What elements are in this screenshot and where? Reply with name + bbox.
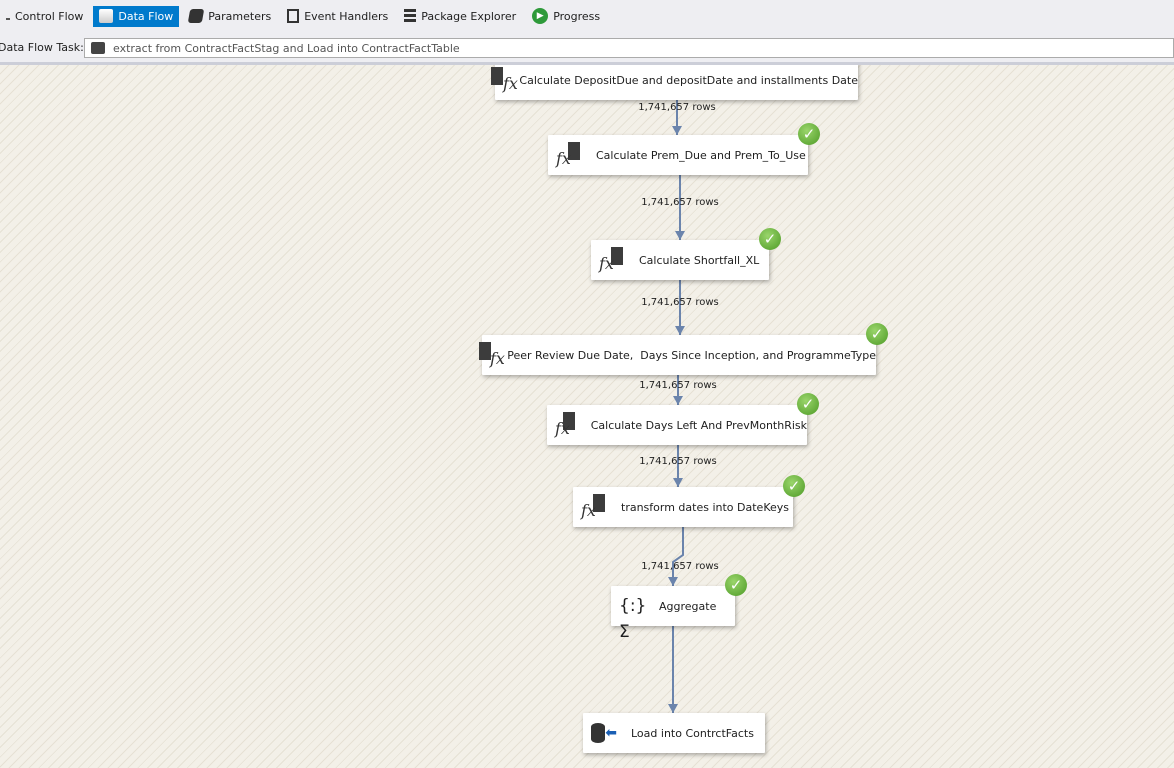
component-label: Load into ContrctFacts (631, 726, 754, 740)
success-check-icon: ✓ (866, 323, 888, 345)
component-derived-column[interactable]: fx Calculate Shortfall_XL (591, 240, 769, 280)
row-count-label: 1,741,657 rows (639, 456, 717, 467)
arrow-head-icon (668, 704, 678, 713)
success-check-icon: ✓ (797, 393, 819, 415)
derived-column-icon: fx (599, 247, 625, 273)
task-bar: Data Flow Task: extract from ContractFac… (0, 32, 1174, 65)
row-count-label: 1,741,657 rows (641, 197, 719, 208)
row-count-label: 1,741,657 rows (639, 380, 717, 391)
arrow-head-icon (675, 326, 685, 335)
data-flow-task-select[interactable]: extract from ContractFactStag and Load i… (84, 38, 1174, 58)
package-explorer-icon (404, 9, 417, 23)
arrow-head-icon (668, 577, 678, 586)
success-check-icon: ✓ (798, 123, 820, 145)
tab-control-flow[interactable]: Control Flow (0, 6, 89, 27)
row-count-label: 1,741,657 rows (638, 102, 716, 113)
derived-column-icon: fx (581, 494, 607, 520)
arrow-head-icon (673, 478, 683, 487)
component-derived-column[interactable]: fx transform dates into DateKeys (573, 487, 793, 527)
success-check-icon: ✓ (759, 228, 781, 250)
arrow-head-icon (672, 126, 682, 135)
tab-package-explorer[interactable]: Package Explorer (398, 6, 522, 27)
arrow-head-icon (673, 396, 683, 405)
derived-column-icon: fx (491, 67, 518, 93)
component-label: Peer Review Due Date, Days Since Incepti… (507, 348, 876, 362)
component-label: Calculate DepositDue and depositDate and… (519, 73, 858, 87)
aggregate-icon: {:}Σ (619, 596, 647, 642)
arrow-head-icon (675, 231, 685, 240)
task-label: Data Flow Task: (0, 41, 84, 54)
component-label: transform dates into DateKeys (621, 500, 789, 514)
data-paths (668, 88, 685, 713)
component-label: Calculate Shortfall_XL (639, 253, 760, 267)
designer-tabs: Control Flow Data Flow Parameters Event … (0, 0, 1174, 32)
control-flow-icon (6, 12, 10, 20)
component-derived-column[interactable]: fx Calculate Days Left And PrevMonthRisk (547, 405, 807, 445)
success-check-icon: ✓ (725, 574, 747, 596)
component-label: Aggregate (659, 599, 717, 613)
data-flow-task-icon (91, 42, 105, 54)
component-derived-column[interactable]: fx Calculate Prem_Due and Prem_To_Use (548, 135, 808, 175)
component-aggregate[interactable]: {:}Σ Aggregate (611, 586, 735, 642)
component-label: Calculate Prem_Due and Prem_To_Use (596, 148, 806, 162)
parameters-icon (188, 9, 205, 23)
data-path[interactable] (672, 527, 684, 586)
progress-icon: ▶ (532, 8, 549, 24)
row-count-label: 1,741,657 rows (641, 561, 719, 572)
derived-column-icon: fx (479, 342, 505, 368)
destination-icon: ⬅ (591, 720, 617, 746)
component-destination[interactable]: ⬅ Load into ContrctFacts (583, 713, 765, 753)
event-handlers-icon (287, 9, 300, 23)
row-count-label: 1,741,657 rows (641, 297, 719, 308)
data-flow-icon (99, 9, 114, 23)
component-label: Calculate Days Left And PrevMonthRisk (590, 418, 807, 432)
tab-event-handlers[interactable]: Event Handlers (281, 6, 394, 27)
success-check-icon: ✓ (783, 475, 805, 497)
tab-data-flow[interactable]: Data Flow (93, 5, 180, 27)
derived-column-icon: fx (556, 142, 582, 168)
tab-parameters[interactable]: Parameters (183, 6, 277, 27)
derived-column-icon: fx (555, 412, 577, 438)
tab-progress[interactable]: ▶Progress (526, 6, 606, 27)
